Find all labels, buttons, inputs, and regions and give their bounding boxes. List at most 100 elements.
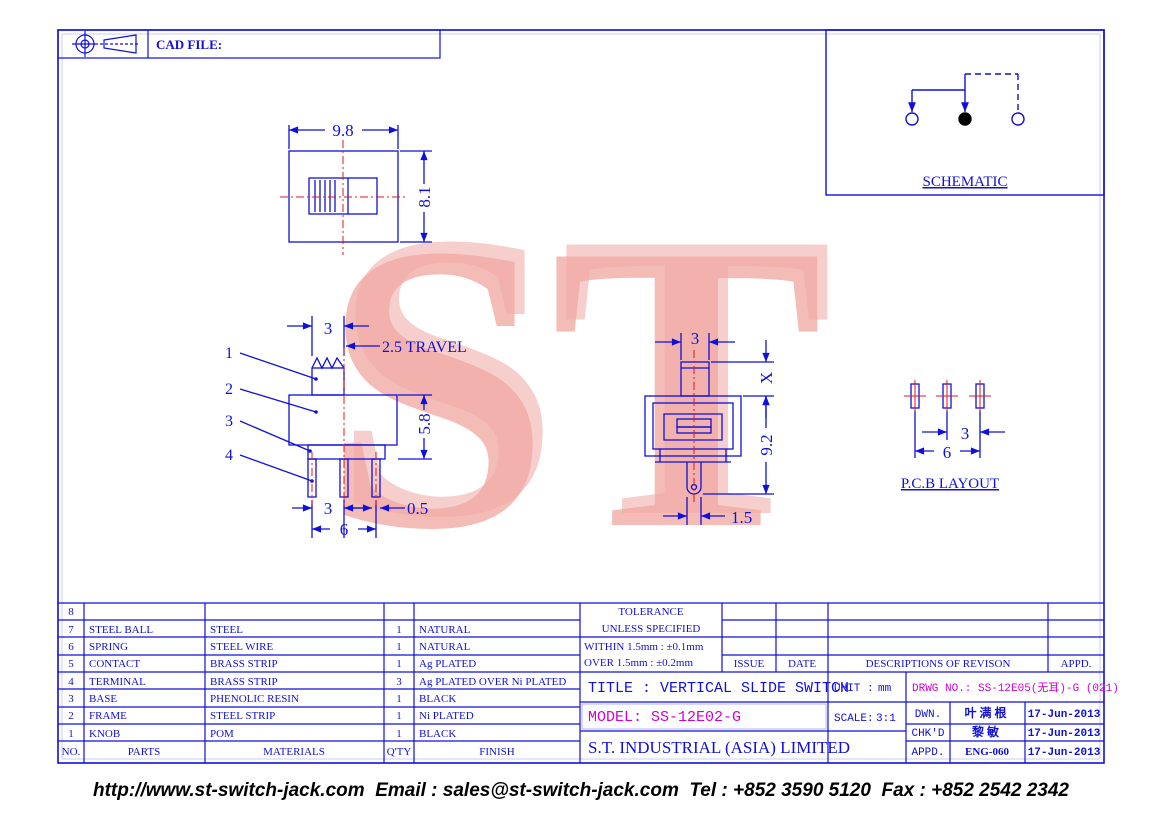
company-name: S.T. INDUSTRIAL (ASIA) LIMITED [588,738,850,757]
svg-text:Q'TY: Q'TY [387,746,412,758]
side-view: 3 2.5 TRAVEL 5.8 3 6 0.5 1 2 3 4 [225,316,467,539]
parts-table: 8 7 STEEL BALL STEEL 1 NATURAL 6 SPRING … [62,606,567,758]
svg-text:DESCRIPTIONS OF REVISON: DESCRIPTIONS OF REVISON [866,658,1011,670]
svg-text:ST: ST [332,148,834,602]
top-view: 9.8 8.1 [280,121,434,255]
scale-value: 3:1 [876,713,896,725]
front-view: 3 X 9.2 1.5 [644,329,776,527]
top-view-height-dim: 8.1 [415,186,434,207]
svg-text:NATURAL: NATURAL [419,624,471,636]
table-row: 1 KNOB POM 1 BLACK [68,728,456,740]
table-row: 7 STEEL BALL STEEL 1 NATURAL [68,624,470,636]
leader-1: 1 [225,345,233,362]
chkd-date: 17-Jun-2013 [1028,728,1101,740]
pcb-layout-label: P.C.B LAYOUT [901,476,999,492]
st-watermark-logo: ST ST [322,148,834,614]
svg-text:1: 1 [396,658,402,670]
svg-text:ST: ST [322,160,824,614]
drawing-number: DRWG NO.: SS-12E05(无耳)-G (021) [912,682,1119,695]
svg-text:1: 1 [396,728,402,740]
svg-text:WITHIN 1.5mm : ±0.1mm: WITHIN 1.5mm : ±0.1mm [584,641,704,653]
tolerance-block: TOLERANCE UNLESS SPECIFIED WITHIN 1.5mm … [584,606,704,669]
svg-text:Ag PLATED: Ag PLATED [419,658,476,670]
svg-text:STEEL STRIP: STEEL STRIP [210,710,275,722]
svg-text:6: 6 [68,641,74,653]
svg-text:APPD.: APPD. [1061,658,1092,670]
svg-text:BASE: BASE [89,693,117,705]
unit-label: UNIT : [834,683,874,695]
svg-text:STEEL: STEEL [210,624,243,636]
appd-name: ENG-060 [965,746,1010,758]
svg-text:SPRING: SPRING [89,641,128,653]
svg-text:BLACK: BLACK [419,728,456,740]
svg-text:NATURAL: NATURAL [419,641,471,653]
svg-text:3: 3 [396,676,402,688]
svg-text:1: 1 [396,624,402,636]
side-view-pin-width-dim: 0.5 [407,499,428,518]
svg-text:1: 1 [396,710,402,722]
svg-text:4: 4 [68,676,74,688]
appd-label: APPD. [911,747,944,759]
svg-text:5: 5 [68,658,74,670]
svg-text:BLACK: BLACK [419,693,456,705]
svg-text:Ni PLATED: Ni PLATED [419,710,474,722]
schematic-symbol-icon [905,73,1025,126]
front-view-knob-dim: 3 [691,329,700,348]
appd-date: 17-Jun-2013 [1028,747,1101,759]
front-view-height-dim: 9.2 [757,434,776,455]
table-row: 2 FRAME STEEL STRIP 1 Ni PLATED [68,710,474,722]
side-view-pin-pitch-dim: 3 [324,499,333,518]
schematic-label: SCHEMATIC [922,174,1007,190]
svg-text:PHENOLIC RESIN: PHENOLIC RESIN [210,693,299,705]
contact-footer: http://www.st-switch-jack.com Email : sa… [92,780,1069,801]
svg-text:1: 1 [68,728,74,740]
cad-file-label: CAD FILE: [156,37,222,52]
svg-text:1: 1 [396,641,402,653]
chkd-name: 黎敏 [972,724,1002,739]
svg-text:PARTS: PARTS [128,746,161,758]
dwn-date: 17-Jun-2013 [1028,709,1101,721]
front-view-pin-dim: 1.5 [731,508,752,527]
dwn-label: DWN. [915,709,941,721]
dwn-name: 叶满根 [964,705,1009,720]
svg-text:3: 3 [68,693,74,705]
top-view-width-dim: 9.8 [332,121,353,140]
parts-table-header: NO. PARTS MATERIALS Q'TY FINISH [62,746,515,758]
chkd-label: CHK'D [911,728,944,740]
pcb-span-dim: 6 [943,443,952,462]
svg-text:NO.: NO. [62,746,81,758]
svg-text:MATERIALS: MATERIALS [263,746,325,758]
revision-header: ISSUE DATE DESCRIPTIONS OF REVISON APPD. [734,658,1092,670]
svg-text:KNOB: KNOB [89,728,120,740]
svg-text:2: 2 [68,710,74,722]
scale-label: SCALE: [834,713,874,725]
svg-text:FRAME: FRAME [89,710,127,722]
drawing-title: TITLE : VERTICAL SLIDE SWITCH [588,680,849,697]
schematic-box: SCHEMATIC [825,29,1105,196]
svg-text:Ag PLATED OVER Ni PLATED: Ag PLATED OVER Ni PLATED [419,676,566,688]
svg-text:CONTACT: CONTACT [89,658,140,670]
table-row: 8 [68,606,74,618]
svg-text:BRASS STRIP: BRASS STRIP [210,658,278,670]
svg-text:OVER 1.5mm : ±0.2mm: OVER 1.5mm : ±0.2mm [584,657,693,669]
table-row: 4 TERMINAL BRASS STRIP 3 Ag PLATED OVER … [68,676,566,688]
unit-value: mm [878,683,892,695]
side-view-travel-label: 2.5 TRAVEL [382,339,467,356]
svg-text:DATE: DATE [788,658,816,670]
svg-text:ISSUE: ISSUE [734,658,765,670]
projection-symbol-icon [72,31,138,57]
leader-3: 3 [225,413,233,430]
pcb-pitch-dim: 3 [961,424,970,443]
svg-text:TERMINAL: TERMINAL [89,676,146,688]
svg-text:UNLESS SPECIFIED: UNLESS SPECIFIED [602,623,701,635]
svg-text:STEEL WIRE: STEEL WIRE [210,641,274,653]
table-row: 3 BASE PHENOLIC RESIN 1 BLACK [68,693,456,705]
svg-text:TOLERANCE: TOLERANCE [618,606,683,618]
title-block-lines [58,602,1104,763]
model-number: MODEL: SS-12E02-G [588,709,741,726]
front-view-x-dim: X [757,372,776,384]
svg-text:BRASS STRIP: BRASS STRIP [210,676,278,688]
title-block: TITLE : VERTICAL SLIDE SWITCH UNIT : mm … [588,680,1119,759]
pcb-layout: 3 6 P.C.B LAYOUT [901,380,1005,492]
